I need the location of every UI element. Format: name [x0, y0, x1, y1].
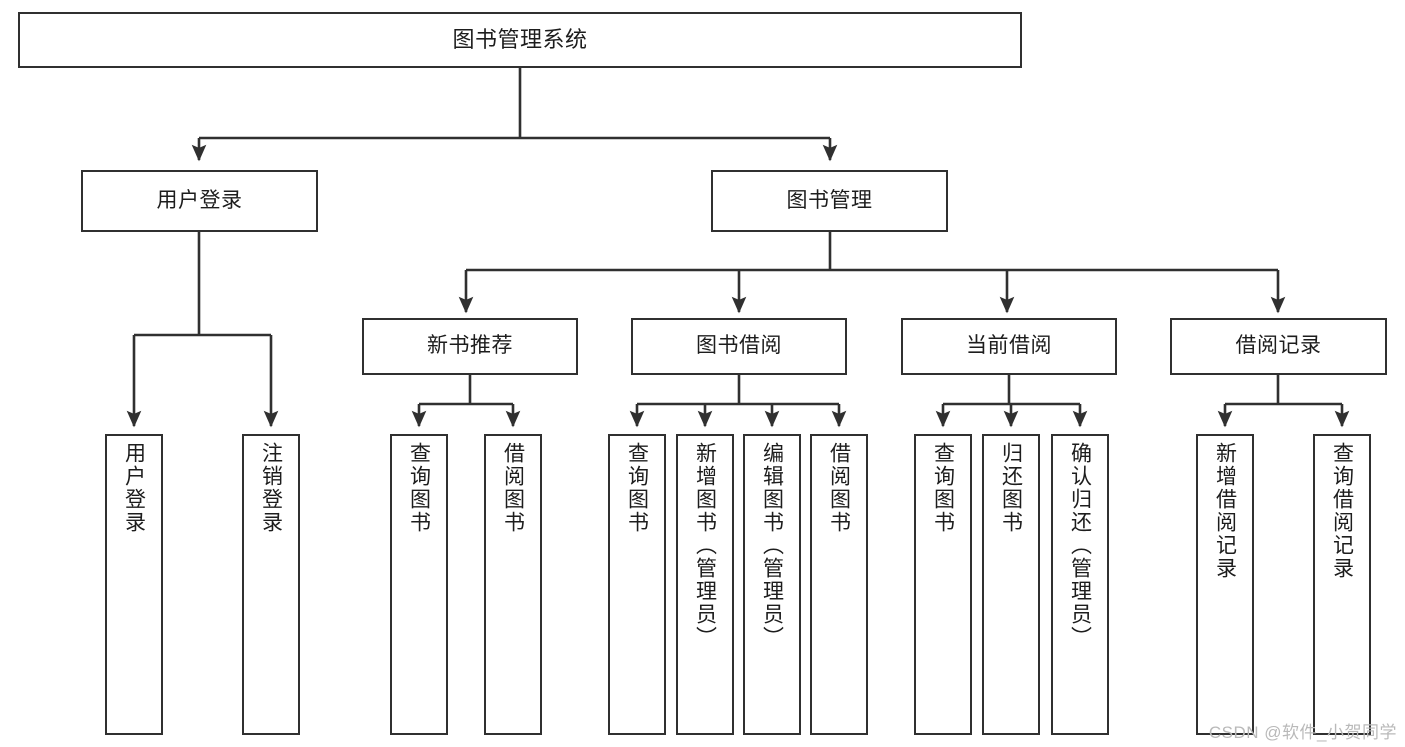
csdn-watermark: CSDN @软件_小贺同学	[1208, 723, 1397, 742]
node-leaf-user-login[interactable]: 用户登录	[105, 434, 163, 735]
node-borrow-record-label: 借阅记录	[1235, 334, 1322, 358]
node-leaf-add-record-label: 新增借阅记录	[1213, 442, 1237, 580]
node-new-book-recommend-label: 新书推荐	[427, 334, 513, 358]
node-book-borrow-label: 图书借阅	[696, 334, 782, 358]
node-leaf-edit-book-label: 编辑图书（管理员）	[760, 442, 784, 649]
node-leaf-confirm-return-label: 确认归还（管理员）	[1068, 442, 1092, 649]
node-leaf-return-book[interactable]: 归还图书	[982, 434, 1040, 735]
node-leaf-logout-login[interactable]: 注销登录	[242, 434, 300, 735]
node-leaf-query-book-2-label: 查询图书	[625, 442, 649, 534]
node-book-manage-label: 图书管理	[786, 188, 873, 212]
node-leaf-add-record[interactable]: 新增借阅记录	[1196, 434, 1254, 735]
node-leaf-confirm-return[interactable]: 确认归还（管理员）	[1051, 434, 1109, 735]
node-leaf-query-record[interactable]: 查询借阅记录	[1313, 434, 1371, 735]
node-leaf-borrow-book-1-label: 借阅图书	[501, 442, 525, 534]
node-leaf-query-book-3[interactable]: 查询图书	[914, 434, 972, 735]
node-borrow-record[interactable]: 借阅记录	[1170, 318, 1387, 375]
node-user-login[interactable]: 用户登录	[81, 170, 318, 232]
node-book-borrow[interactable]: 图书借阅	[631, 318, 847, 375]
node-leaf-add-book[interactable]: 新增图书（管理员）	[676, 434, 734, 735]
node-leaf-logout-login-label: 注销登录	[259, 442, 283, 534]
node-leaf-query-record-label: 查询借阅记录	[1330, 442, 1354, 580]
node-leaf-query-book-1[interactable]: 查询图书	[390, 434, 448, 735]
node-leaf-edit-book[interactable]: 编辑图书（管理员）	[743, 434, 801, 735]
node-root-label: 图书管理系统	[452, 27, 588, 53]
node-leaf-return-book-label: 归还图书	[999, 442, 1023, 534]
node-leaf-add-book-label: 新增图书（管理员）	[693, 442, 717, 649]
node-book-manage[interactable]: 图书管理	[711, 170, 948, 232]
node-new-book-recommend[interactable]: 新书推荐	[362, 318, 578, 375]
node-leaf-user-login-label: 用户登录	[122, 442, 146, 534]
node-leaf-query-book-1-label: 查询图书	[407, 442, 431, 534]
node-leaf-borrow-book-2[interactable]: 借阅图书	[810, 434, 868, 735]
node-user-login-label: 用户登录	[156, 188, 243, 212]
node-current-borrow-label: 当前借阅	[966, 334, 1052, 358]
node-current-borrow[interactable]: 当前借阅	[901, 318, 1117, 375]
node-leaf-query-book-2[interactable]: 查询图书	[608, 434, 666, 735]
node-root[interactable]: 图书管理系统	[18, 12, 1022, 68]
node-leaf-borrow-book-2-label: 借阅图书	[827, 442, 851, 534]
node-leaf-borrow-book-1[interactable]: 借阅图书	[484, 434, 542, 735]
node-leaf-query-book-3-label: 查询图书	[931, 442, 955, 534]
